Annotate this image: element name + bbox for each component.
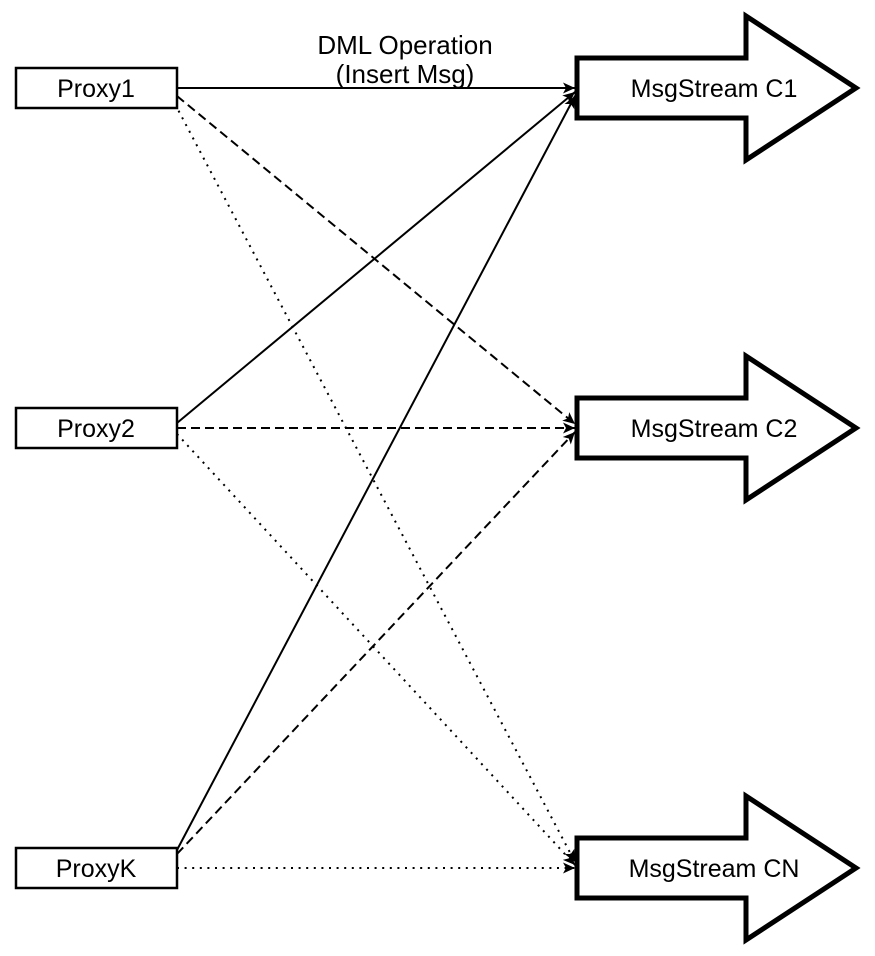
proxyk-node: ProxyK [14, 846, 179, 890]
msgstream-c2-label: MsgStream C2 [631, 415, 798, 443]
msgstream-cn-label: MsgStream CN [629, 855, 800, 883]
msgstream-c2-node: MsgStream C2 [574, 351, 861, 505]
msgstream-c1-arrow-shape [574, 11, 861, 165]
edge-proxy2-msgstream-c1 [176, 91, 576, 424]
edge-proxy1-msgstream-cn [174, 103, 576, 863]
proxy1-label: Proxy1 [57, 75, 135, 103]
edge-proxyk-msgstream-c1 [176, 95, 576, 851]
edge-proxy1-msgstream-c2 [176, 95, 576, 425]
proxyk-box [14, 846, 179, 890]
msgstream-c1-label: MsgStream C1 [631, 75, 798, 103]
proxy1-box [14, 66, 179, 110]
edge-proxy2-msgstream-cn [176, 433, 576, 866]
dml-operation-label: DML Operation (Insert Msg) [317, 30, 492, 89]
title-line2: (Insert Msg) [336, 59, 475, 89]
msgstream-cn-arrow-shape [574, 791, 861, 945]
proxy1-node: Proxy1 [14, 66, 179, 110]
title-line1: DML Operation [317, 30, 492, 60]
msgstream-c1-node: MsgStream C1 [574, 11, 861, 165]
proxy2-box [14, 406, 179, 450]
msgstream-cn-node: MsgStream CN [574, 791, 861, 945]
proxyk-label: ProxyK [56, 855, 137, 883]
proxy2-node: Proxy2 [14, 406, 179, 450]
edge-proxyk-msgstream-c2 [176, 431, 576, 855]
proxy2-label: Proxy2 [57, 415, 135, 443]
msgstream-c2-arrow-shape [574, 351, 861, 505]
